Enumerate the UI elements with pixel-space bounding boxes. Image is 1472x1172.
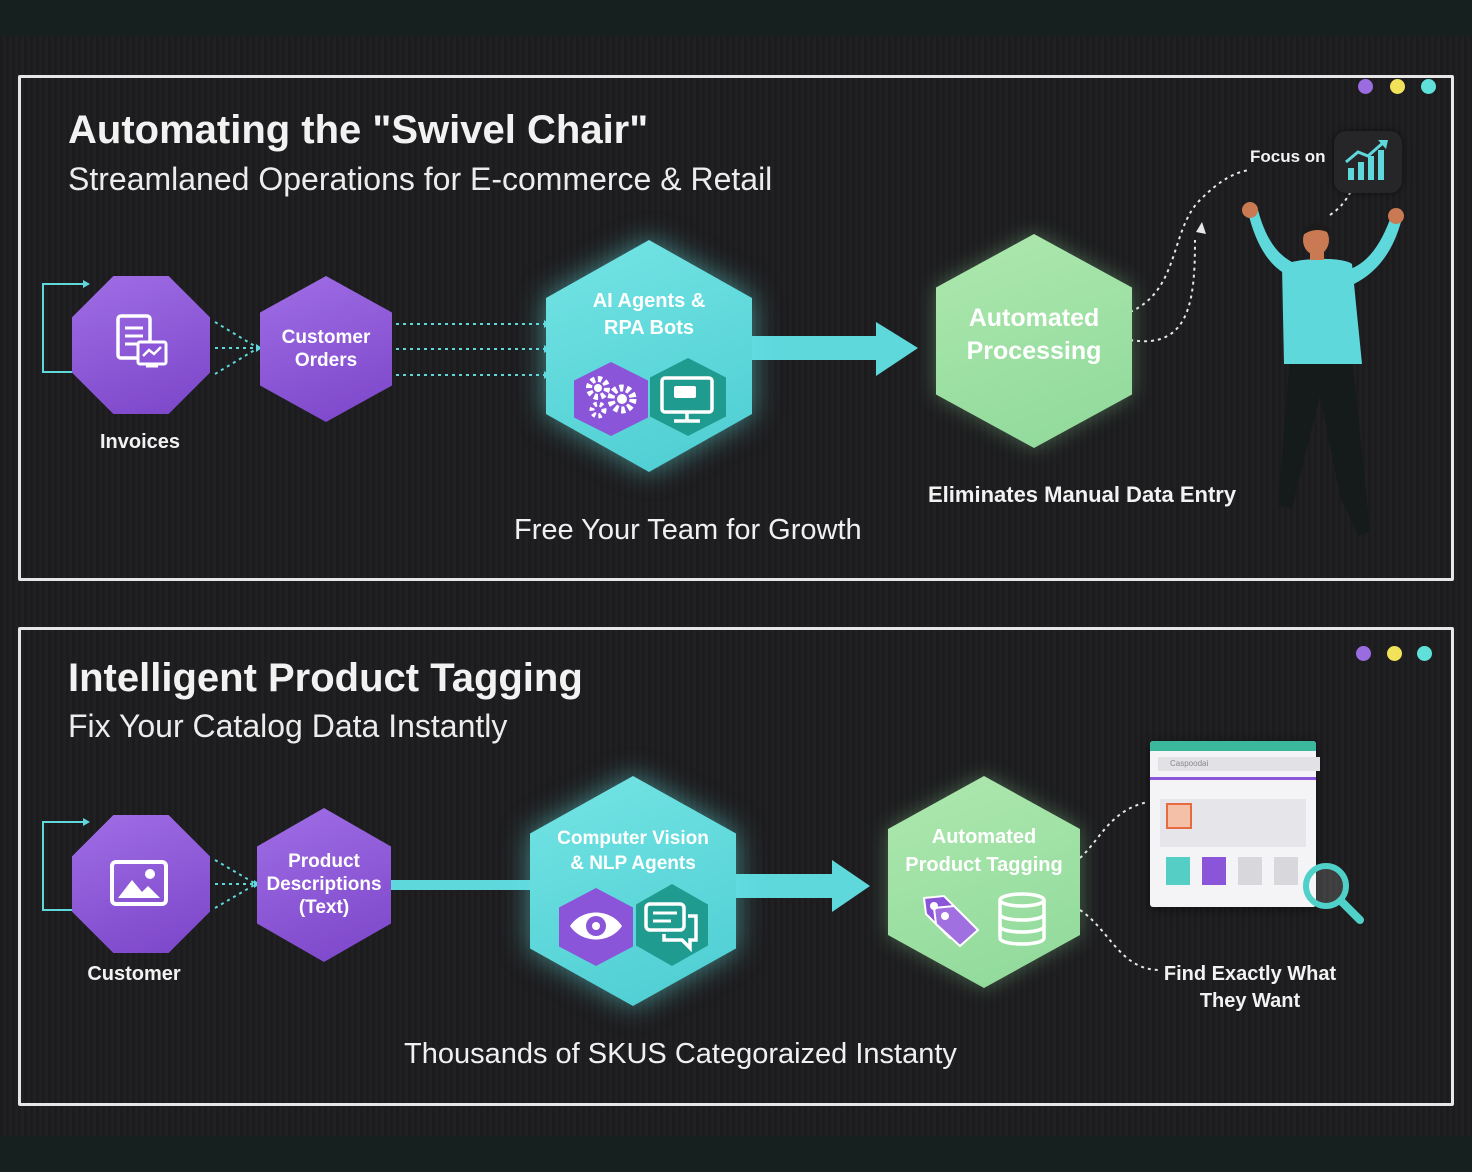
customer-orders-label: Customer Orders <box>281 327 371 371</box>
panel2-title: Intelligent Product Tagging <box>68 656 583 700</box>
skus-categorized-label: Thousands of SKUS Categoraized Instanty <box>404 1038 957 1070</box>
find-exactly-label: Find Exactly What They Want <box>1163 963 1337 1012</box>
automated-tagging-node-glow: Automated Product Tagging <box>888 776 1080 988</box>
automated-processing-node-glow: Automated Processing <box>936 234 1132 448</box>
panel-swivel-chair <box>18 75 1454 581</box>
celebrating-person-illustration <box>1242 202 1404 536</box>
ai-agents-node-glow: AI Agents & RPA Bots <box>546 240 752 472</box>
eye-icon <box>570 912 622 940</box>
gears-icon-tile <box>574 362 648 436</box>
cv-nlp-node-glow: Computer Vision & NLP Agents <box>530 776 736 1006</box>
monitor-bot-icon <box>660 376 714 423</box>
swatch-teal <box>1166 857 1190 885</box>
invoice-document-icon <box>116 314 168 368</box>
focus-on-label: Focus on <box>1250 147 1326 166</box>
product-descriptions-node: Product Descriptions (Text) <box>257 808 391 962</box>
window-dot-purple <box>1356 646 1371 661</box>
growth-chart-icon <box>1345 140 1388 180</box>
automated-tagging-label: Automated Product Tagging <box>905 826 1063 876</box>
chat-bubbles-icon <box>644 902 698 953</box>
window-dot-yellow <box>1387 646 1402 661</box>
window-dot-yellow <box>1390 79 1405 94</box>
panel1-connectors <box>42 169 1353 379</box>
panel1-title: Automating the "Swivel Chair" <box>68 108 649 152</box>
window-dot-teal <box>1421 79 1436 94</box>
free-team-growth-label: Free Your Team for Growth <box>514 514 862 546</box>
panel1-subtitle: Streamlaned Operations for E-commerce & … <box>68 161 773 197</box>
catalog-browser-window: Caspoodai <box>1150 741 1320 907</box>
browser-search-underline <box>1150 777 1316 780</box>
swatch-purple <box>1202 857 1226 885</box>
database-icon <box>998 892 1046 946</box>
window-dot-purple <box>1358 79 1373 94</box>
panel2-subtitle: Fix Your Catalog Data Instantly <box>68 708 508 744</box>
customer-label: Customer <box>87 963 181 985</box>
product-descriptions-label: Product Descriptions (Text) <box>266 851 382 918</box>
invoices-label: Invoices <box>99 431 181 453</box>
customer-node <box>72 815 210 953</box>
swatch-gray <box>1274 857 1298 885</box>
browser-titlebar <box>1150 741 1316 751</box>
browser-search-bar[interactable]: Caspoodai <box>1158 757 1320 771</box>
cv-nlp-node: Computer Vision & NLP Agents <box>530 776 736 1006</box>
ai-agents-label: AI Agents & RPA Bots <box>592 290 706 339</box>
image-icon <box>110 860 168 906</box>
eliminates-manual-entry-label: Eliminates Manual Data Entry <box>928 482 1237 507</box>
automated-processing-label: Automated Processing <box>966 304 1102 365</box>
swatch-gray <box>1238 857 1262 885</box>
customer-orders-node: Customer Orders <box>260 276 392 422</box>
cv-nlp-label: Computer Vision & NLP Agents <box>557 828 709 874</box>
product-thumb <box>1166 803 1192 829</box>
window-dot-teal <box>1417 646 1432 661</box>
tags-icon <box>922 894 980 948</box>
infographic-canvas <box>0 36 1472 1136</box>
magnifier-icon <box>1303 863 1364 924</box>
gears-icon <box>586 376 637 419</box>
panel-product-tagging <box>18 627 1454 1106</box>
automated-tagging-node: Automated Product Tagging <box>888 776 1080 988</box>
